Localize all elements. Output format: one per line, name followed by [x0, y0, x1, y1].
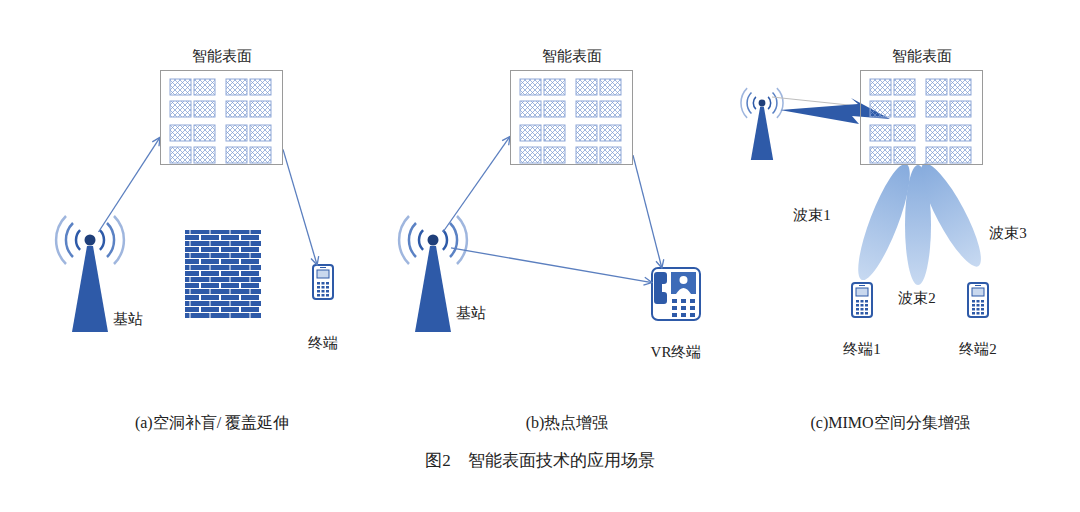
surface-cell: [520, 79, 541, 95]
node-label: 终端1: [843, 340, 881, 358]
surface-cell: [520, 125, 541, 141]
surface-cell: [226, 125, 247, 141]
smart-surface: 智能表面: [510, 70, 633, 165]
surface-cell: [250, 147, 271, 163]
surface-cell: [926, 125, 947, 141]
wall-obstacle: [185, 230, 261, 318]
signal-arrow: [633, 155, 662, 268]
base-station: 基站: [415, 232, 451, 333]
surface-cell: [894, 147, 915, 163]
terminal: 终端: [313, 265, 333, 299]
figure-caption: 图2 智能表面技术的应用场景: [425, 452, 655, 470]
terminal-icon: [313, 265, 333, 299]
terminal-icon: [852, 283, 872, 317]
node-label: 基站: [113, 310, 143, 328]
node-label: 智能表面: [192, 47, 252, 65]
surface-cell: [226, 79, 247, 95]
surface-elements: [170, 79, 971, 163]
node-label: 终端: [308, 334, 338, 352]
surface-cell: [170, 79, 191, 95]
surface-cell: [926, 79, 947, 95]
signal-arrow: [98, 137, 160, 232]
surface-cell: [544, 125, 565, 141]
surface-cell: [870, 101, 891, 117]
surface-cell: [250, 101, 271, 117]
surface-cell: [870, 147, 891, 163]
beam-lobes: [849, 157, 991, 285]
surface-cell: [576, 79, 597, 95]
surface-cell: [870, 125, 891, 141]
node-label: 基站: [456, 304, 486, 322]
surface-cell: [226, 101, 247, 117]
signal-line: [772, 97, 858, 106]
lightning-bolt: [780, 98, 890, 124]
surface-cell: [894, 79, 915, 95]
subfigure-caption: (a)空洞补盲/ 覆盖延伸: [135, 414, 289, 432]
surface-cell: [250, 125, 271, 141]
surface-cell: [194, 147, 215, 163]
vr-terminal: VR终端: [652, 268, 700, 320]
beam-label: 波束3: [989, 224, 1027, 242]
surface-cell: [170, 125, 191, 141]
surface-cell: [544, 147, 565, 163]
node-label: 终端2: [959, 340, 997, 358]
surface-cell: [520, 101, 541, 117]
surface-cell: [600, 147, 621, 163]
surface-cell: [600, 79, 621, 95]
signal-arrow: [443, 136, 510, 232]
surface-cell: [600, 101, 621, 117]
surface-cell: [250, 79, 271, 95]
surface-cell: [600, 125, 621, 141]
signal-arrow: [451, 248, 652, 283]
surface-cell: [926, 147, 947, 163]
terminal: 终端2: [968, 283, 988, 317]
surface-cell: [194, 101, 215, 117]
surface-cell: [520, 147, 541, 163]
surface-cell: [576, 147, 597, 163]
surface-cell: [194, 125, 215, 141]
surface-cell: [544, 79, 565, 95]
signal-arrow: [283, 149, 317, 265]
terminal-icon: [968, 283, 988, 317]
subfigure-caption: (b)热点增强: [526, 414, 609, 432]
surface-cell: [950, 147, 971, 163]
surface-cell: [870, 79, 891, 95]
node-label: 智能表面: [542, 47, 602, 65]
beam-label: 波束1: [793, 206, 831, 224]
surface-cell: [226, 147, 247, 163]
surface-cell: [950, 101, 971, 117]
surface-cell: [170, 101, 191, 117]
surface-cell: [894, 125, 915, 141]
smart-surface: 智能表面: [160, 70, 283, 165]
vr-terminal-icon: [652, 268, 700, 320]
surface-cell: [576, 125, 597, 141]
node-label: VR终端: [651, 343, 702, 361]
smart-surface: 智能表面: [860, 70, 983, 165]
base-station: 基站: [72, 232, 108, 333]
surface-cell: [576, 101, 597, 117]
surface-cell: [926, 101, 947, 117]
base-station-icon: [741, 88, 783, 160]
surface-cell: [170, 147, 191, 163]
node-label: 智能表面: [892, 47, 952, 65]
surface-cell: [950, 79, 971, 95]
surface-cell: [894, 101, 915, 117]
beam-label: 波束2: [898, 289, 936, 307]
subfigure-caption: (c)MIMO空间分集增强: [810, 414, 969, 432]
terminal: 终端1: [852, 283, 872, 317]
surface-cell: [950, 125, 971, 141]
surface-cell: [544, 101, 565, 117]
surface-cell: [194, 79, 215, 95]
